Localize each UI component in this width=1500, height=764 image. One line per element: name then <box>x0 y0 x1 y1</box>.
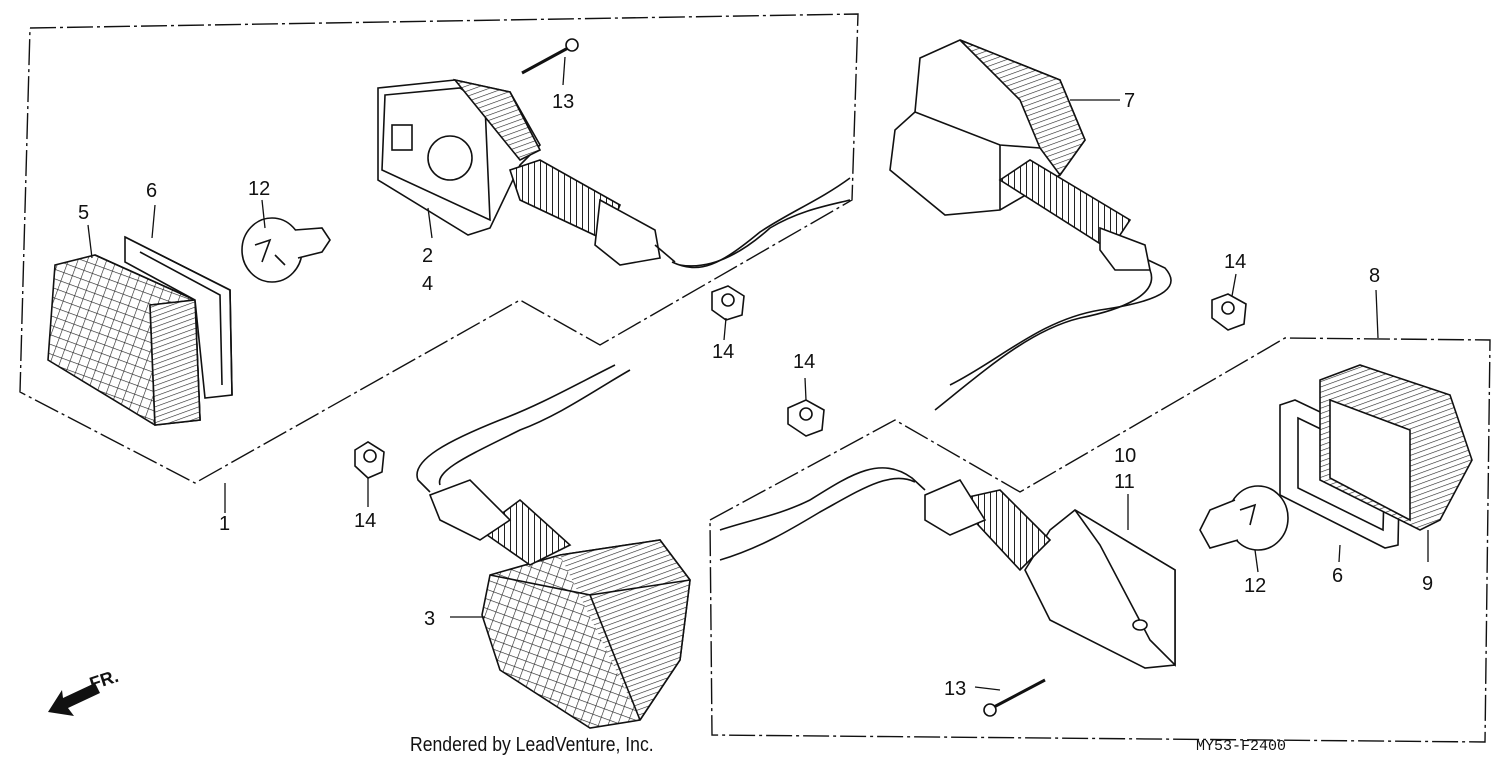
callout-11: 11 <box>1114 471 1135 493</box>
callout-13-bottom: 13 <box>944 678 966 700</box>
callout-7: 7 <box>1124 90 1135 112</box>
nut-part-14-d <box>354 441 385 479</box>
leader-lines <box>87 56 1429 691</box>
callout-14-b: 14 <box>1224 251 1246 273</box>
turn-signal-part-10 <box>719 467 1176 669</box>
callout-3: 3 <box>424 608 435 630</box>
callout-14-c: 14 <box>793 351 815 373</box>
callout-12-right: 12 <box>1244 575 1266 597</box>
callout-14-d: 14 <box>354 510 376 532</box>
callout-2: 2 <box>422 245 433 267</box>
front-label: FR. <box>87 666 121 694</box>
callout-8: 8 <box>1369 265 1380 287</box>
callout-13-top: 13 <box>552 91 574 113</box>
credit-text: Rendered by LeadVenture, Inc. <box>410 734 654 756</box>
lens-part-9 <box>1319 364 1473 531</box>
callout-9: 9 <box>1422 573 1433 595</box>
screw-part-13-bottom <box>983 678 1046 717</box>
callout-numbers: 1 2 3 4 5 6 6 7 8 9 10 11 12 12 13 13 14… <box>78 90 1433 700</box>
bulb-part-12-left <box>241 217 331 283</box>
group-boundary-right <box>709 337 1491 743</box>
callout-4: 4 <box>422 273 433 295</box>
callout-12-left: 12 <box>248 178 270 200</box>
nut-part-14-a <box>711 285 745 321</box>
turn-signal-part-3 <box>416 364 691 729</box>
callout-10: 10 <box>1114 445 1136 467</box>
callout-6-right: 6 <box>1332 565 1343 587</box>
housing-part-2 <box>377 78 542 236</box>
nut-part-14-b <box>1211 293 1247 331</box>
bulb-part-12-right <box>1199 485 1289 551</box>
gasket-part-6-left <box>124 235 233 399</box>
group-boundary-left <box>19 13 859 484</box>
front-arrow-icon: FR. <box>48 666 121 716</box>
diagram-code: MY53-F2400 <box>1196 738 1287 755</box>
stalk-part-2 <box>508 159 851 269</box>
turn-signal-part-7 <box>889 39 1172 411</box>
screw-part-13-top <box>521 38 579 75</box>
callout-5: 5 <box>78 202 89 224</box>
callout-1: 1 <box>219 513 230 535</box>
callout-6-left: 6 <box>146 180 157 202</box>
callout-14-a: 14 <box>712 341 734 363</box>
nut-part-14-c <box>787 399 825 437</box>
